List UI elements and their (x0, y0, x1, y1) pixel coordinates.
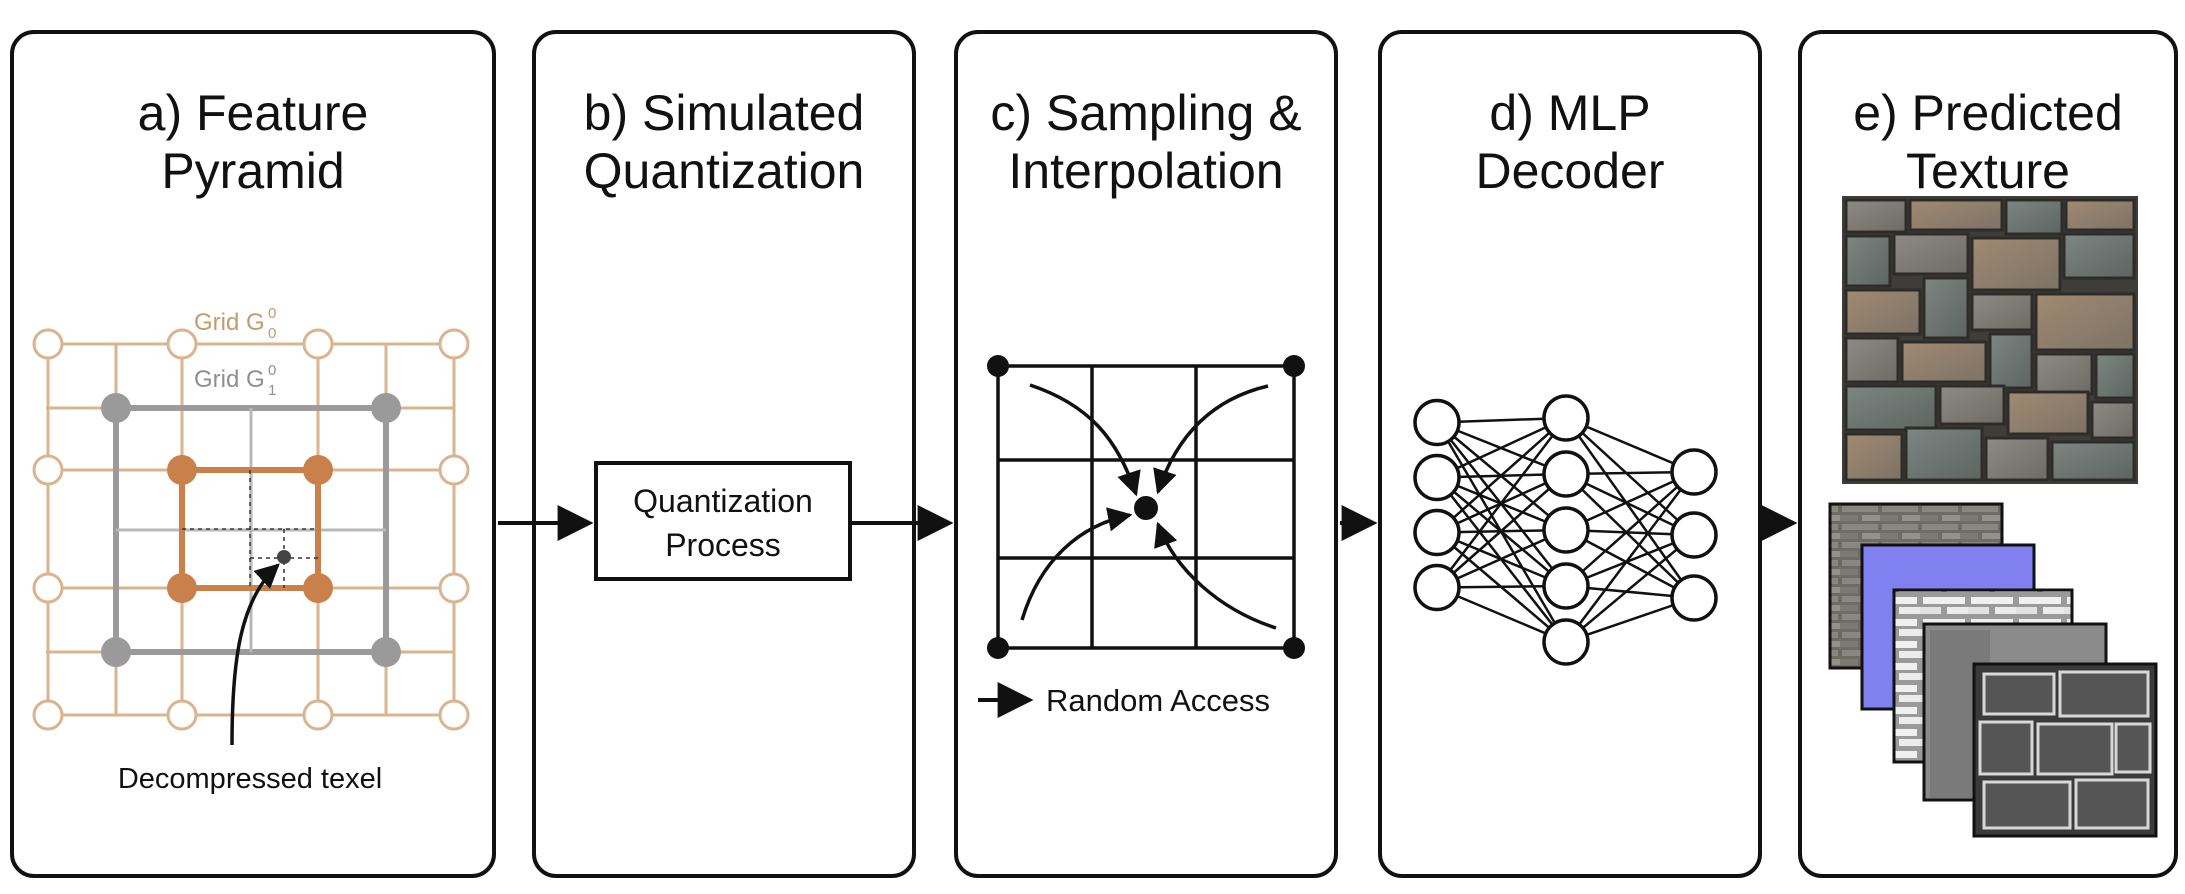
panel-title: d) MLP Decoder (1475, 85, 1665, 199)
mlp-neuron-layer-1 (1413, 398, 1461, 447)
mlp-neuron-layer-3 (1670, 511, 1718, 559)
sample-point (1134, 496, 1158, 520)
mlp-connection (1564, 417, 1696, 599)
grid-g1-subscript: 1 (268, 382, 276, 399)
mlp-connection (1436, 417, 1567, 589)
grid-g1-superscript: 0 (268, 362, 276, 379)
grid-g0-subscript: 0 (268, 325, 276, 342)
texel-neighbor-nodes (167, 455, 333, 603)
texel-pointer-arrow (230, 563, 280, 746)
sampling-grid (996, 364, 1296, 650)
feature-pyramid-diagram: Grid G 0 0 Grid G 0 1 Decompressed texel (32, 305, 470, 795)
interpolation-arrows (1020, 383, 1277, 630)
panel-title: e) Predicted Texture (1853, 85, 2123, 199)
decompressed-texel-point (277, 550, 291, 564)
mlp-neuron-layer-2 (1542, 562, 1590, 610)
random-access-label: Random Access (1046, 683, 1270, 718)
mlp-neuron-layer-2 (1542, 394, 1590, 442)
panel-feature-pyramid: a) Feature Pyramid (10, 30, 496, 878)
mlp-connection (1565, 471, 1695, 587)
mlp-neuron-layer-3 (1670, 448, 1718, 496)
mlp-neuron-layer-1 (1413, 453, 1461, 502)
mlp-connection (1565, 534, 1695, 643)
panel-title: a) Feature Pyramid (137, 85, 369, 199)
panel-sampling-interpolation: c) Sampling & Interpolation (954, 30, 1338, 878)
mlp-connection (1565, 528, 1695, 600)
mlp-neuron-layer-2 (1542, 450, 1590, 498)
panel-simulated-quantization: b) Simulated Quantization (532, 30, 916, 878)
mlp-neuron-layer-2 (1542, 506, 1590, 554)
mlp-connection (1436, 473, 1567, 589)
predicted-texture-image (1842, 196, 2138, 484)
quantization-process-box: Quantization Process (594, 461, 852, 581)
grid-g0-nodes (32, 328, 470, 731)
mlp-neuron-layer-3 (1670, 574, 1718, 622)
texture-map-stack (1828, 502, 2158, 838)
mlp-connection (1436, 417, 1567, 534)
quantization-box-line1: Quantization (633, 483, 813, 519)
grid-g1-nodes (101, 393, 401, 667)
grid-g1-label: Grid G (194, 366, 265, 393)
mlp-neuron-layer-1 (1413, 563, 1461, 612)
mlp-neuron-layer-1 (1413, 508, 1461, 557)
mlp-connection (1565, 417, 1695, 536)
decompressed-texel-label: Decompressed texel (118, 763, 382, 795)
sampling-corner-nodes (987, 355, 1305, 659)
ambient-occlusion-map (1972, 662, 2158, 838)
mlp-connection (1565, 471, 1695, 643)
mlp-neuron-layer-2 (1542, 618, 1590, 666)
mlp-nodes (1413, 394, 1718, 666)
panel-title: b) Simulated Quantization (583, 85, 865, 199)
panel-title: c) Sampling & Interpolation (990, 85, 1302, 199)
random-access-legend: Random Access (978, 682, 1270, 718)
grid-g0-label: Grid G (194, 309, 265, 336)
grid-g0-superscript: 0 (268, 305, 276, 322)
quantization-box-line2: Process (665, 527, 781, 563)
mlp-connection (1565, 473, 1695, 599)
